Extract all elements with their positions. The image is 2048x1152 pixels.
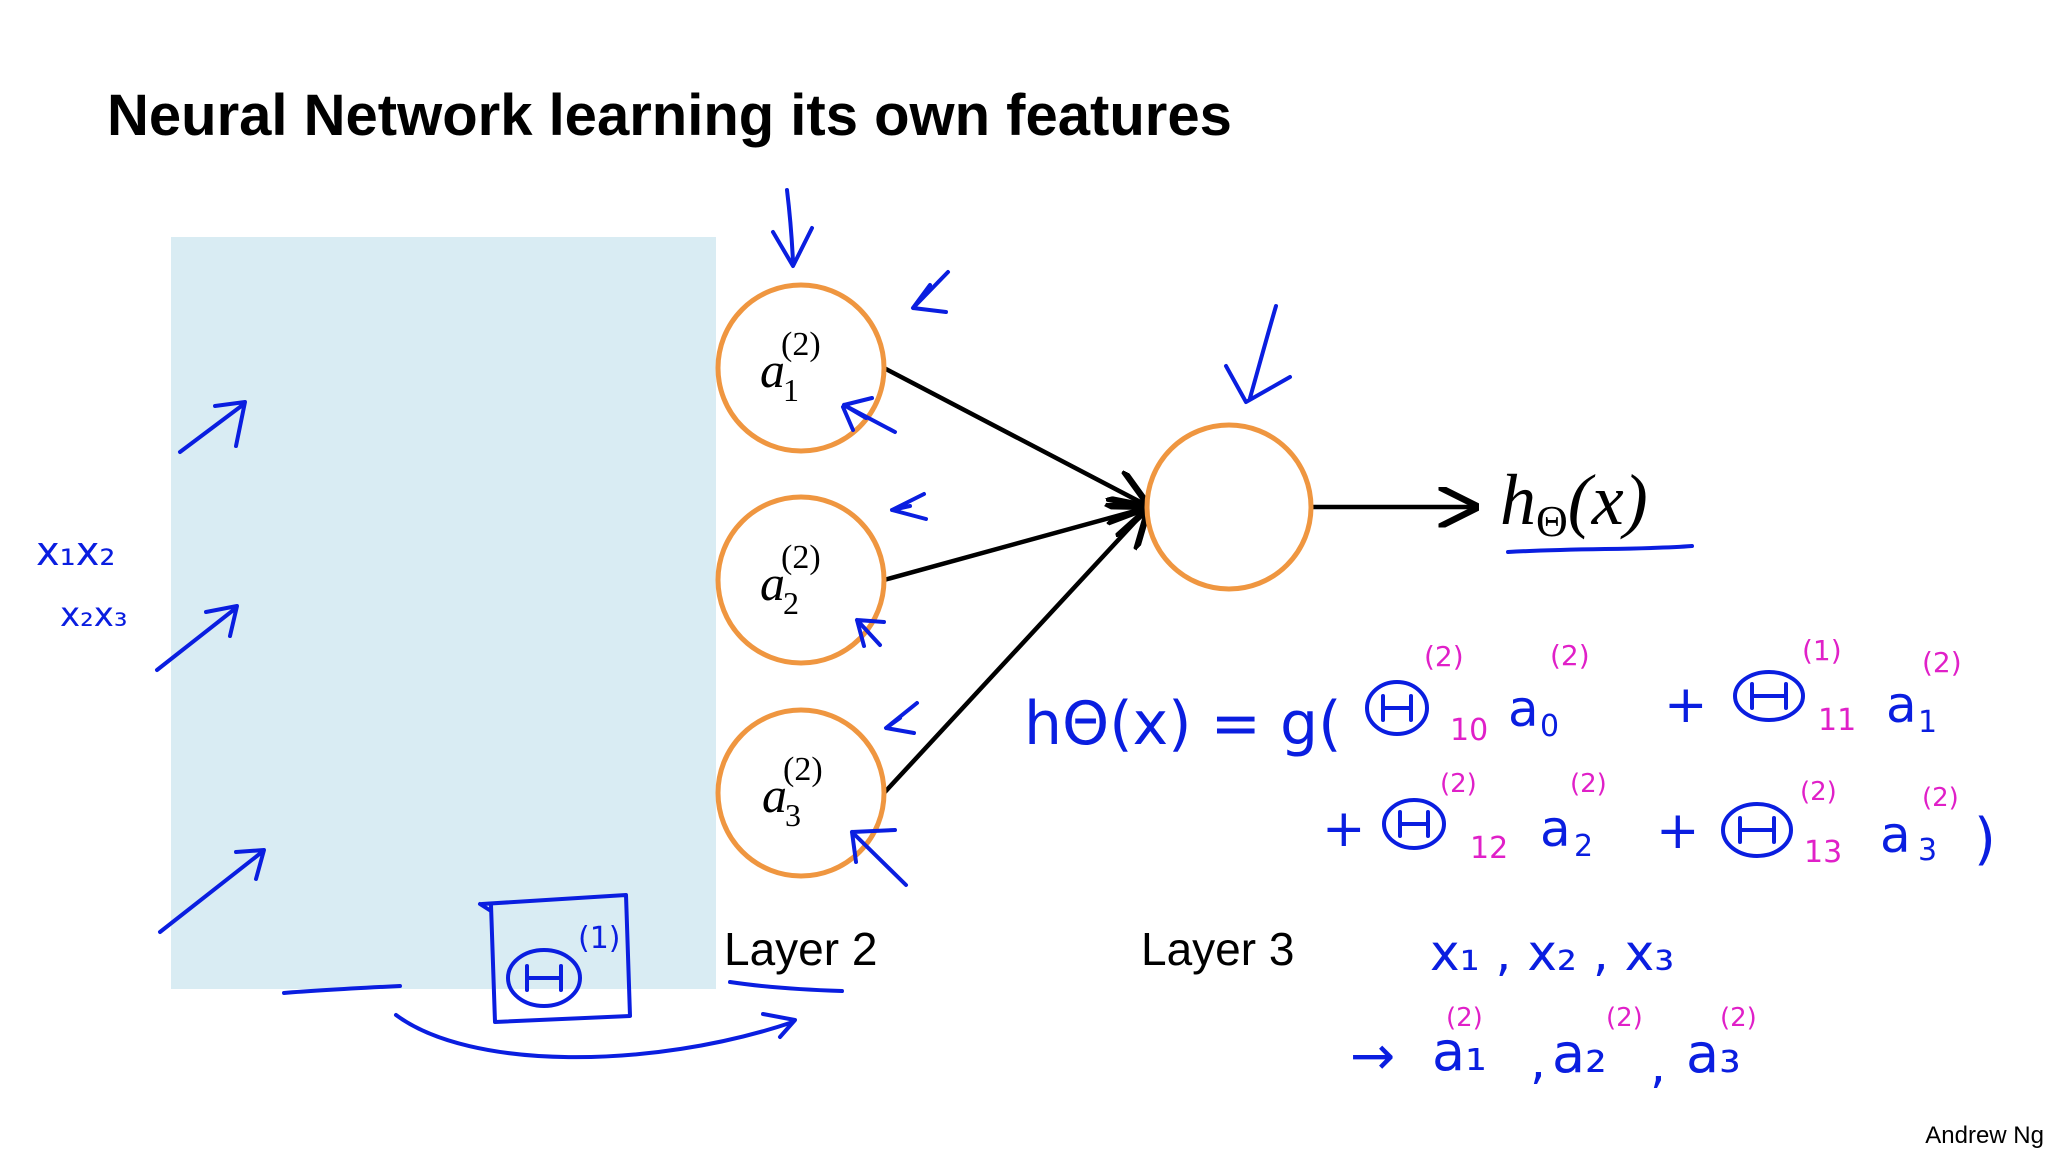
svg-text:+: +: [1322, 799, 1366, 859]
annotation-arrow-input-3: [158, 848, 266, 934]
layer-2-label: Layer 2: [724, 923, 878, 975]
annotation-arrow-top: [771, 188, 814, 268]
svg-text:a: a: [1880, 806, 1911, 864]
svg-text:(2): (2): [1550, 639, 1590, 672]
svg-text:(2): (2): [1446, 1003, 1483, 1033]
svg-text:,: ,: [1650, 1036, 1666, 1094]
svg-text:a: a: [1508, 680, 1539, 738]
equation-line-1: hΘ(x) = g( (2) 10 a 0 (2) + (1) 11 a 1 (…: [1024, 634, 1962, 759]
svg-text:→: →: [1350, 1024, 1395, 1087]
annotation-x1x2: x₁x₂: [36, 529, 115, 575]
svg-text:(2): (2): [1800, 777, 1837, 807]
svg-text:(2): (2): [1570, 769, 1607, 799]
svg-text:a₁: a₁: [1432, 1020, 1487, 1083]
author-credit: Andrew Ng: [1925, 1122, 2044, 1149]
svg-text:3: 3: [1918, 833, 1937, 868]
svg-text:+: +: [1656, 801, 1700, 861]
svg-text:a₂: a₂: [1552, 1022, 1607, 1085]
annotation-x2x3: x₂x₃: [60, 595, 128, 635]
annotation-curve-arrow: [394, 1012, 797, 1060]
annotation-underline-left: [282, 984, 402, 995]
annotation-arrow-input-2: [155, 604, 239, 672]
edge-a3-output: [882, 510, 1146, 795]
node-output: [1144, 422, 1314, 592]
annotation-arrow-a1-right: [911, 270, 950, 314]
node-a1-label: a1(2): [760, 326, 821, 408]
svg-text:a: a: [1540, 800, 1571, 858]
annotation-features-a: → a₁ (2) , a₂ (2) , a₃ (2): [1350, 1003, 1757, 1094]
svg-text:2: 2: [1574, 829, 1593, 864]
svg-text:11: 11: [1818, 703, 1856, 738]
node-a3: [715, 707, 887, 879]
edge-a1-output: [882, 366, 1146, 505]
svg-text:10: 10: [1450, 713, 1488, 748]
svg-text:12: 12: [1470, 831, 1508, 866]
svg-text:a: a: [1886, 676, 1917, 734]
svg-text:+: +: [1664, 675, 1708, 735]
equation-line-2: + (2) 12 a 2 (2) + (2) 13 a 3 (2) ): [1322, 769, 1996, 872]
svg-text:13: 13: [1804, 835, 1842, 870]
annotation-arrow-a3-right: [884, 701, 919, 735]
annotation-features-x: x₁ , x₂ , x₃: [1430, 924, 1674, 982]
annotation-theta1-box: [478, 893, 632, 1024]
svg-text:(2): (2): [1922, 783, 1959, 813]
svg-text:,: ,: [1530, 1032, 1546, 1090]
svg-text:hΘ(x) = g(: hΘ(x) = g(: [1024, 689, 1342, 759]
annotation-arrow-a3-bottom: [850, 828, 908, 887]
svg-text:0: 0: [1540, 709, 1559, 744]
annotation-underline-output: [1506, 544, 1694, 554]
annotation-arrow-a1-bottom: [841, 396, 897, 434]
annotation-theta1-sup: (1): [578, 921, 621, 956]
annotation-arrow-a2-bottom: [855, 618, 886, 648]
slide-title: Neural Network learning its own features: [107, 83, 1232, 148]
annotation-arrow-a2-right: [890, 492, 928, 521]
svg-text:1: 1: [1918, 705, 1937, 740]
annotation-arrow-output: [1224, 304, 1292, 404]
node-a1: [715, 282, 887, 454]
svg-text:a₃: a₃: [1686, 1022, 1741, 1085]
node-a2: [715, 494, 887, 666]
svg-text:(2): (2): [1606, 1003, 1643, 1033]
svg-text:(2): (2): [1440, 769, 1477, 799]
annotation-underline-layer2: [728, 980, 844, 993]
annotation-theta1-glyph: [525, 964, 563, 992]
edge-a2-output: [883, 508, 1146, 583]
annotation-arrow-input-1: [178, 400, 247, 454]
node-a2-label: a2(2): [760, 539, 821, 621]
layer-3-label: Layer 3: [1141, 923, 1295, 975]
svg-text:(2): (2): [1424, 640, 1464, 673]
svg-text:(2): (2): [1720, 1003, 1757, 1033]
annotation-theta1-circle: [506, 948, 582, 1008]
hidden-input-layer-box: [171, 237, 716, 989]
node-a3-label: a3(2): [762, 751, 823, 833]
svg-text:(2): (2): [1922, 646, 1962, 679]
svg-text:(1): (1): [1802, 634, 1842, 667]
output-formula: hΘ(x): [1500, 460, 1648, 546]
svg-text:): ): [1974, 807, 1996, 872]
